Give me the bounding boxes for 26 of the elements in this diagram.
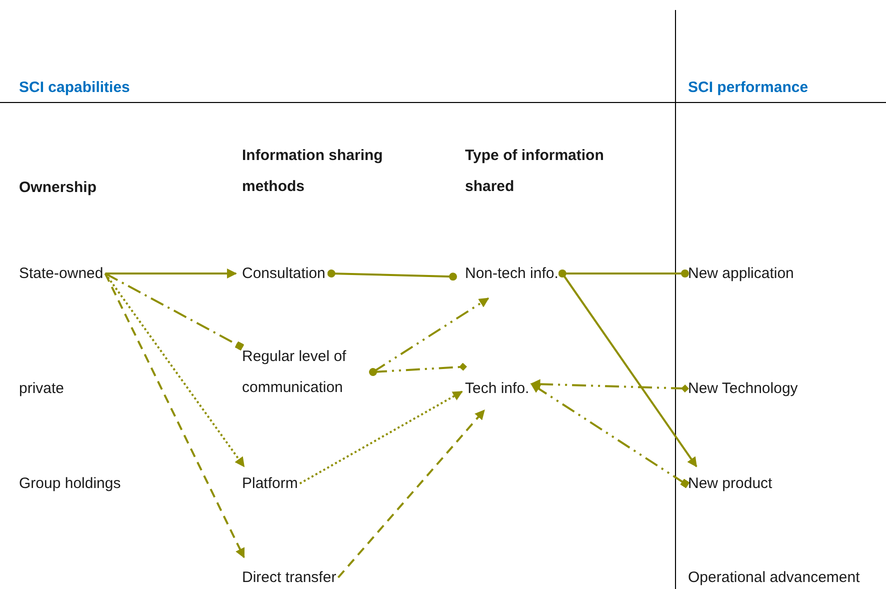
column-heading: Information sharing methods: [242, 146, 384, 197]
node-label: New application: [688, 258, 794, 289]
node-label: New product: [688, 468, 772, 499]
connector-arrow: [337, 409, 486, 578]
node-label: Group holdings: [19, 468, 121, 499]
node-label: Regular level of communication: [242, 341, 367, 403]
node-label: Direct transfer: [242, 562, 336, 589]
node-label: Consultation: [242, 258, 326, 289]
node-label: private: [19, 373, 64, 404]
node-label: Operational advancement: [688, 562, 860, 589]
connector-arrow: [369, 297, 490, 376]
node-label: New Technology: [688, 373, 798, 404]
connector-arrow: [299, 390, 463, 484]
section-heading: SCI capabilities: [19, 78, 130, 98]
section-heading: SCI performance: [688, 78, 808, 98]
node-label: Platform: [242, 468, 298, 499]
connector-arrow: [105, 268, 237, 278]
connector-arrow: [104, 272, 245, 468]
connector-arrow: [530, 379, 689, 392]
connector-arrow: [104, 273, 245, 558]
connector-arrow: [530, 383, 690, 488]
node-label: Non-tech info.: [465, 258, 558, 289]
node-label: State-owned: [19, 258, 104, 289]
column-heading: Type of information shared: [465, 146, 605, 197]
node-label: Tech info.: [465, 373, 530, 404]
column-heading: Ownership: [19, 178, 97, 198]
